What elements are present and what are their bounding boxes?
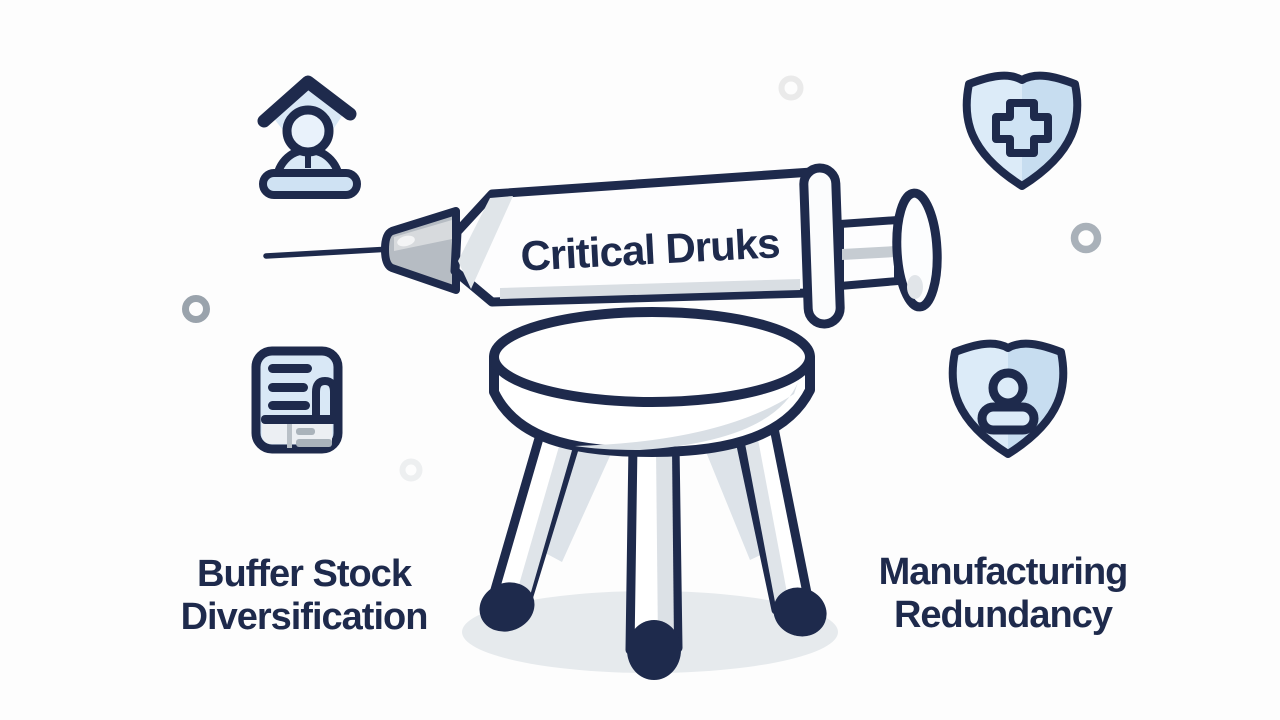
- right-label-line1: Manufacturing: [879, 551, 1128, 593]
- syringe-plunger: [799, 163, 942, 329]
- person-body-icon: [977, 402, 1039, 435]
- left-label: Buffer Stock Diversification: [181, 553, 429, 638]
- right-label-line2: Redundancy: [894, 594, 1113, 636]
- plunger-thumb-rest: [892, 188, 942, 312]
- medical-cross-icon: [992, 99, 1052, 157]
- syringe-hub: [381, 207, 460, 294]
- shield-cross-icon: [962, 71, 1082, 190]
- right-label: Manufacturing Redundancy: [879, 551, 1129, 636]
- syringe-needle: [263, 246, 395, 259]
- left-label-line1: Buffer Stock: [197, 553, 413, 595]
- decorative-ring-icon: [182, 295, 210, 323]
- stool-seat-top: [489, 307, 815, 407]
- stool-leg-right: [734, 423, 827, 637]
- left-label-line2: Diversification: [181, 596, 428, 638]
- decorative-ring-icon: [399, 458, 423, 482]
- syringe-barrel: Critical Druks: [450, 167, 817, 307]
- person-head-icon: [988, 368, 1028, 408]
- shield-person-icon: [948, 339, 1068, 458]
- leg-shading: [536, 440, 614, 562]
- stool-leg-middle: [625, 439, 683, 680]
- decorative-ring-icon: [778, 75, 804, 101]
- stool-illustration: [462, 307, 838, 680]
- syringe-flange: [799, 163, 845, 329]
- graduate-person-icon: [257, 75, 361, 199]
- syringe-illustration: Critical Druks: [263, 163, 942, 329]
- document-icon: [251, 346, 343, 454]
- decorative-ring-icon: [1070, 222, 1102, 254]
